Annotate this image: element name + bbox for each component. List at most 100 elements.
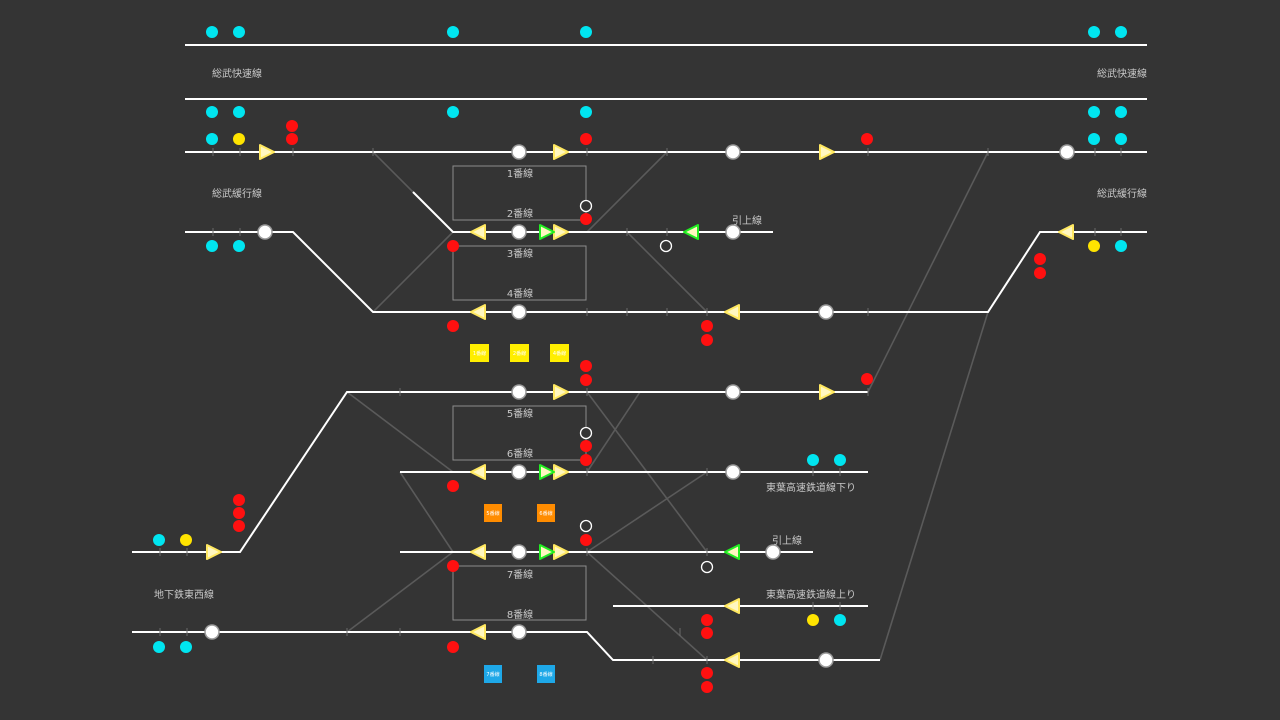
switch-point[interactable] [818,304,834,320]
signal-off[interactable] [579,426,593,440]
route-button-orange-5[interactable]: 5番線 [484,504,502,522]
signal-cyan[interactable] [807,454,819,466]
yellow-direction-arrow[interactable] [553,224,569,240]
yellow-direction-arrow[interactable] [553,544,569,560]
signal-red[interactable] [447,641,459,653]
signal-red[interactable] [1034,267,1046,279]
signal-red[interactable] [286,120,298,132]
signal-cyan[interactable] [1088,26,1100,38]
switch-point[interactable] [204,624,220,640]
switch-point[interactable] [725,384,741,400]
signal-cyan[interactable] [233,26,245,38]
yellow-direction-arrow[interactable] [819,144,835,160]
switch-point[interactable] [725,224,741,240]
signal-cyan[interactable] [834,454,846,466]
signal-off[interactable] [700,560,714,574]
yellow-direction-arrow[interactable] [470,304,486,320]
direction-arrows[interactable] [206,144,1074,668]
route-button-blue-8[interactable]: 8番線 [537,665,555,683]
switch-point[interactable] [511,624,527,640]
yellow-direction-arrow[interactable] [206,544,222,560]
signal-cyan[interactable] [206,26,218,38]
signal-cyan[interactable] [233,240,245,252]
signal-cyan[interactable] [447,106,459,118]
signal-cyan[interactable] [1115,240,1127,252]
switch-point[interactable] [511,304,527,320]
yellow-direction-arrow[interactable] [470,544,486,560]
switch-point[interactable] [765,544,781,560]
green-direction-arrow[interactable] [539,544,555,560]
signal-red[interactable] [447,320,459,332]
signal-off[interactable] [659,239,673,253]
yellow-direction-arrow[interactable] [553,384,569,400]
signal-yellow[interactable] [180,534,192,546]
yellow-direction-arrow[interactable] [470,224,486,240]
switch-point[interactable] [725,144,741,160]
switch-point[interactable] [511,544,527,560]
signal-cyan[interactable] [153,641,165,653]
signal-red[interactable] [233,507,245,519]
signal-cyan[interactable] [1088,106,1100,118]
signal-red[interactable] [861,373,873,385]
signal-cyan[interactable] [1115,106,1127,118]
signal-red[interactable] [861,133,873,145]
signal-off[interactable] [579,519,593,533]
switch-point[interactable] [511,464,527,480]
switch-point[interactable] [818,652,834,668]
switch-point[interactable] [511,384,527,400]
signal-red[interactable] [580,213,592,225]
switch-points[interactable] [204,144,1075,668]
green-direction-arrow[interactable] [539,224,555,240]
signal-yellow[interactable] [233,133,245,145]
signal-red[interactable] [286,133,298,145]
signal-cyan[interactable] [233,106,245,118]
signal-red[interactable] [701,320,713,332]
signal-red[interactable] [701,667,713,679]
route-button-yellow-2[interactable]: 2番線 [510,344,529,362]
signal-red[interactable] [1034,253,1046,265]
signal-cyan[interactable] [1088,133,1100,145]
signal-red[interactable] [701,334,713,346]
yellow-direction-arrow[interactable] [470,624,486,640]
route-button-orange-6[interactable]: 6番線 [537,504,555,522]
route-button-yellow-1[interactable]: 1番線 [470,344,489,362]
route-button-yellow-4[interactable]: 4番線 [550,344,569,362]
yellow-direction-arrow[interactable] [259,144,275,160]
signal-cyan[interactable] [580,26,592,38]
switch-point[interactable] [511,144,527,160]
yellow-direction-arrow[interactable] [470,464,486,480]
yellow-direction-arrow[interactable] [1058,224,1074,240]
signal-yellow[interactable] [807,614,819,626]
signal-red[interactable] [233,520,245,532]
signal-cyan[interactable] [206,133,218,145]
signal-cyan[interactable] [180,641,192,653]
signal-cyan[interactable] [1115,133,1127,145]
signal-cyan[interactable] [447,26,459,38]
signal-red[interactable] [580,454,592,466]
green-direction-arrow[interactable] [539,464,555,480]
signal-cyan[interactable] [834,614,846,626]
signal-cyan[interactable] [206,106,218,118]
yellow-direction-arrow[interactable] [553,464,569,480]
signal-yellow[interactable] [1088,240,1100,252]
signal-red[interactable] [447,560,459,572]
yellow-direction-arrow[interactable] [724,652,740,668]
green-direction-arrow[interactable] [724,544,740,560]
signal-red[interactable] [580,133,592,145]
switch-point[interactable] [511,224,527,240]
signal-cyan[interactable] [153,534,165,546]
signal-red[interactable] [701,681,713,693]
yellow-direction-arrow[interactable] [553,144,569,160]
signal-red[interactable] [580,534,592,546]
green-direction-arrow[interactable] [683,224,699,240]
switch-point[interactable] [257,224,273,240]
signal-red[interactable] [233,494,245,506]
signal-red[interactable] [447,240,459,252]
signal-cyan[interactable] [580,106,592,118]
yellow-direction-arrow[interactable] [724,304,740,320]
signal-red[interactable] [580,440,592,452]
signal-red[interactable] [701,614,713,626]
signal-red[interactable] [447,480,459,492]
signal-off[interactable] [579,199,593,213]
route-button-blue-7[interactable]: 7番線 [484,665,502,683]
